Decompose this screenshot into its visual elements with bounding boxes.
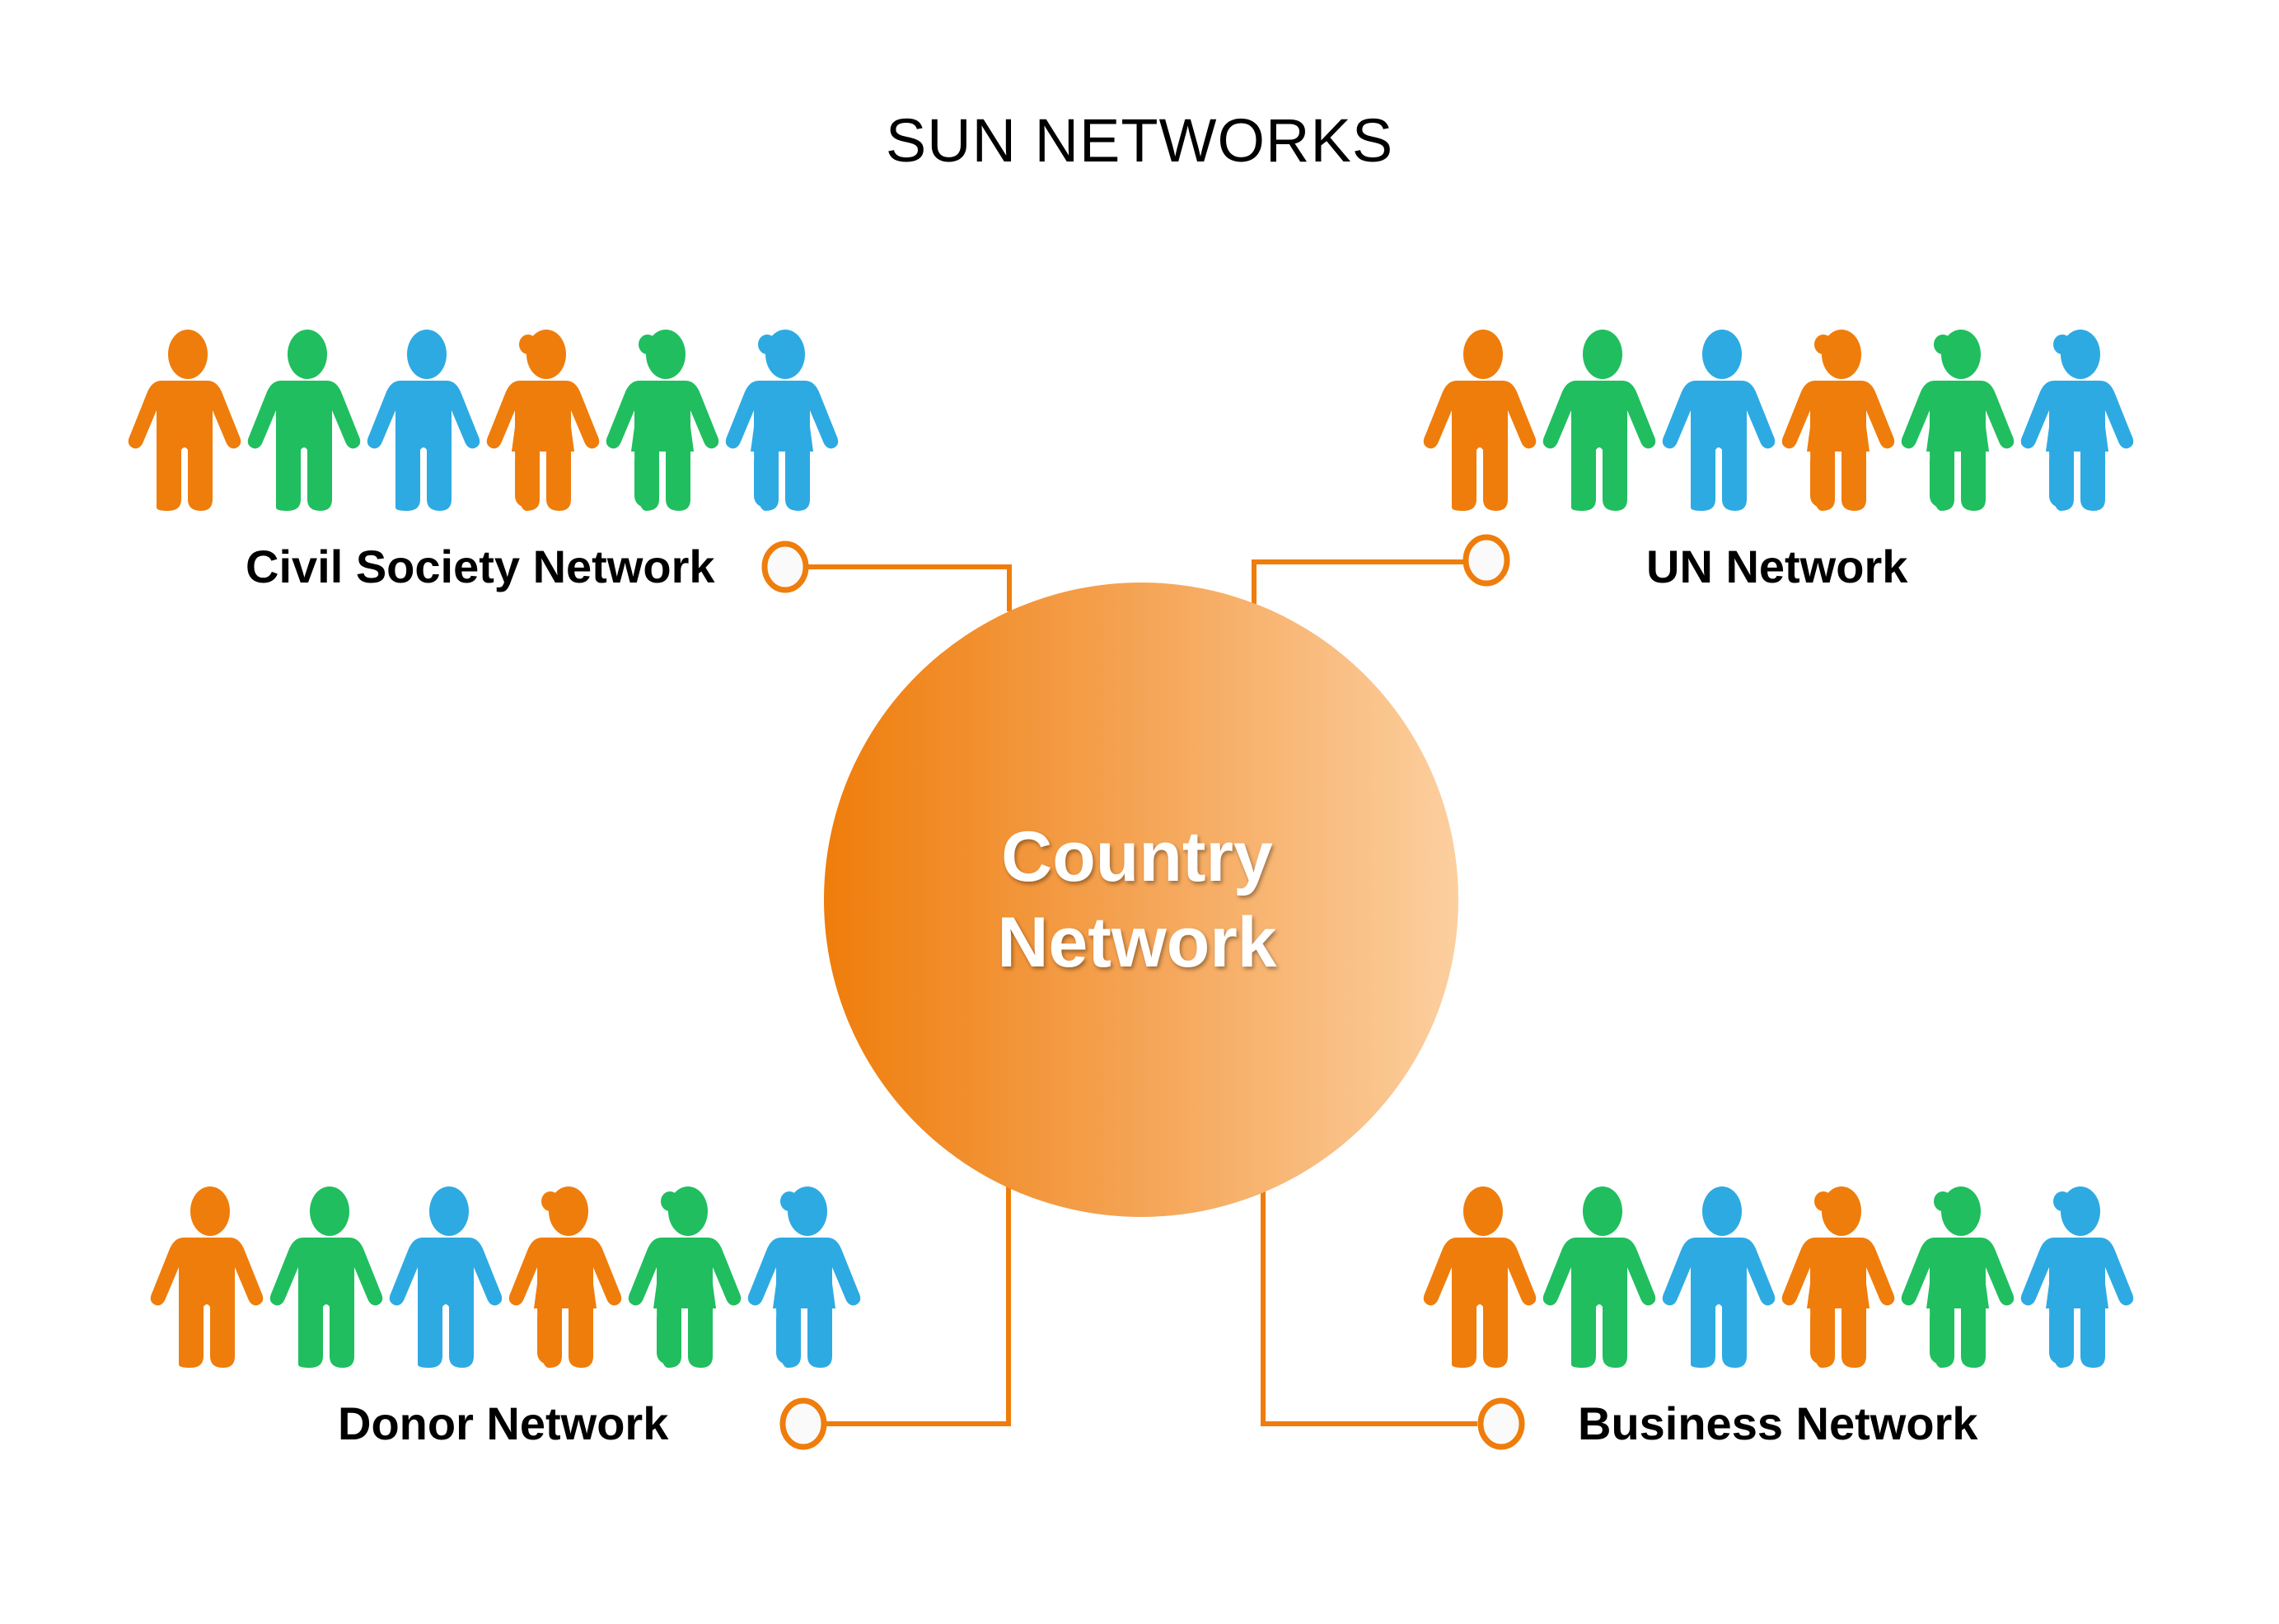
man-figure-icon — [150, 1186, 264, 1368]
people-row-un — [1419, 328, 2144, 511]
man-figure-icon — [1423, 330, 1537, 511]
woman-figure-icon — [725, 330, 839, 511]
woman-figure-icon — [1901, 1186, 2015, 1368]
connector-business — [1261, 1186, 1477, 1426]
connector-un — [1252, 559, 1464, 604]
diagram-title: SUN NETWORKS — [885, 106, 1394, 175]
connector-node-business[interactable] — [1477, 1397, 1525, 1450]
man-figure-icon — [1542, 330, 1656, 511]
connector-donor — [826, 1186, 1011, 1426]
woman-figure-icon — [628, 1186, 742, 1368]
hub-label-line1: Country — [1001, 817, 1273, 896]
people-row-donor — [146, 1185, 871, 1368]
man-figure-icon — [1662, 1186, 1776, 1368]
people-row-business — [1419, 1185, 2144, 1368]
hub-label-line2: Network — [997, 903, 1277, 982]
country-network-hub[interactable]: Country Network — [824, 583, 1458, 1217]
man-figure-icon — [247, 330, 361, 511]
woman-figure-icon — [486, 330, 600, 511]
woman-figure-icon — [747, 1186, 861, 1368]
hub-label: Country Network — [964, 814, 1310, 985]
connector-civil-society — [807, 564, 1012, 611]
man-figure-icon — [128, 330, 241, 511]
woman-figure-icon — [606, 330, 719, 511]
woman-figure-icon — [1781, 1186, 1895, 1368]
connector-node-un[interactable] — [1462, 534, 1510, 587]
label-donor: Donor Network — [338, 1397, 669, 1449]
connector-node-civil-society[interactable] — [761, 541, 809, 593]
label-business: Business Network — [1578, 1397, 1978, 1449]
man-figure-icon — [1542, 1186, 1656, 1368]
man-figure-icon — [367, 330, 480, 511]
man-figure-icon — [1423, 1186, 1537, 1368]
man-figure-icon — [1662, 330, 1776, 511]
woman-figure-icon — [2020, 1186, 2134, 1368]
connector-node-donor[interactable] — [779, 1397, 827, 1450]
woman-figure-icon — [1781, 330, 1895, 511]
woman-figure-icon — [1901, 330, 2015, 511]
label-civil-society: Civil Society Network — [246, 541, 715, 592]
woman-figure-icon — [508, 1186, 622, 1368]
man-figure-icon — [389, 1186, 503, 1368]
woman-figure-icon — [2020, 330, 2134, 511]
man-figure-icon — [269, 1186, 383, 1368]
people-row-civil-society — [124, 328, 849, 511]
label-un: UN Network — [1646, 541, 1908, 592]
